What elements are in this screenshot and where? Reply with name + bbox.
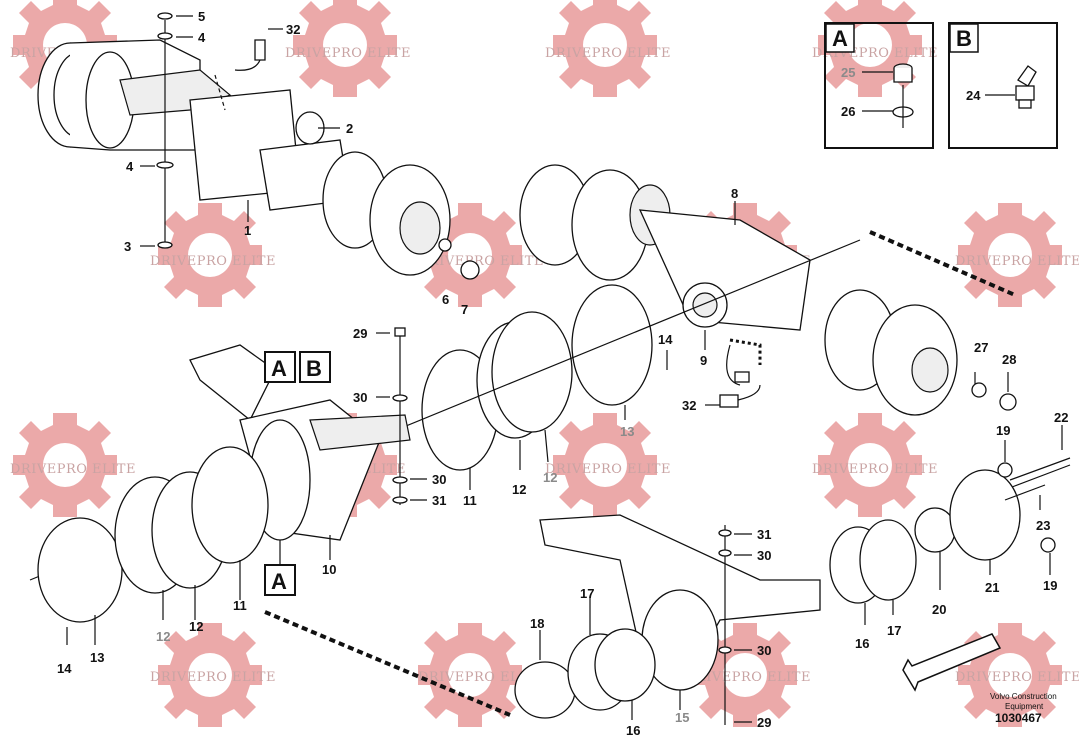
callout-30: 30 (353, 390, 367, 405)
callout-12: 12 (543, 470, 557, 485)
watermark-text: DRIVEPRO ELITE (418, 254, 544, 269)
callout-10: 10 (322, 562, 336, 577)
callout-25: 25 (841, 65, 855, 80)
callout-4: 4 (126, 159, 134, 174)
callout-7: 7 (461, 302, 468, 317)
watermark-text: DRIVEPRO ELITE (545, 462, 671, 477)
callout-28: 28 (1002, 352, 1016, 367)
marker-a: A (271, 569, 287, 594)
watermark-text: DRIVEPRO ELITE (545, 46, 671, 61)
callout-29: 29 (353, 326, 367, 341)
callout-13: 13 (620, 424, 634, 439)
document-number: 1030467 (995, 711, 1042, 725)
callout-30: 30 (432, 472, 446, 487)
callout-29: 29 (757, 715, 771, 730)
callout-1: 1 (244, 223, 251, 238)
lower-bracket-assembly (514, 514, 821, 725)
detail-box-b: B 24 (948, 22, 1058, 149)
callout-12: 12 (156, 629, 170, 644)
callout-2: 2 (346, 121, 353, 136)
callout-14: 14 (658, 332, 673, 347)
callout-15: 15 (675, 710, 689, 725)
callout-18: 18 (530, 616, 544, 631)
callout-32: 32 (286, 22, 300, 37)
watermark-text: DRIVEPRO ELITE (150, 670, 276, 685)
callout-12: 12 (512, 482, 526, 497)
watermark-text: DRIVEPRO ELITE (418, 670, 544, 685)
callout-16: 16 (855, 636, 869, 651)
callout-11: 11 (233, 598, 247, 613)
callout-31: 31 (432, 493, 446, 508)
callout-32: 32 (682, 398, 696, 413)
callout-5: 5 (198, 9, 205, 24)
watermark-text: DRIVEPRO ELITE (812, 462, 938, 477)
callout-20: 20 (932, 602, 946, 617)
callout-11: 11 (463, 493, 477, 508)
callout-3: 3 (124, 239, 131, 254)
callout-13: 13 (90, 650, 104, 665)
detail-box-a-letter: A (832, 26, 848, 51)
callout-23: 23 (1036, 518, 1050, 533)
watermark-text: DRIVEPRO ELITE (10, 462, 136, 477)
callout-30: 30 (757, 548, 771, 563)
callout-17: 17 (580, 586, 594, 601)
watermark-text: DRIVEPRO ELITE (285, 46, 411, 61)
detail-box-a: A 25 26 (824, 22, 934, 149)
watermark-text: DRIVEPRO ELITE (955, 670, 1079, 685)
callout-31: 31 (757, 527, 771, 542)
callout-17: 17 (887, 623, 901, 638)
callout-27: 27 (974, 340, 988, 355)
marker-a: A (271, 356, 287, 381)
direction-arrow-icon (902, 633, 1002, 692)
callout-19: 19 (996, 423, 1010, 438)
callout-30: 30 (757, 643, 771, 658)
seal-rings-centre (29, 239, 861, 581)
callout-12: 12 (189, 619, 203, 634)
callout-8: 8 (731, 186, 738, 201)
callout-22: 22 (1054, 410, 1068, 425)
detail-box-b-letter: B (956, 26, 972, 51)
publisher-line-2: Equipment (1005, 702, 1044, 711)
callout-4: 4 (198, 30, 206, 45)
callout-21: 21 (985, 580, 999, 595)
marker-b: B (306, 356, 322, 381)
callout-6: 6 (442, 292, 449, 307)
callout-9: 9 (700, 353, 707, 368)
watermark-text: DRIVEPRO ELITE (685, 670, 811, 685)
rear-axle-assembly (519, 164, 958, 416)
callout-24: 24 (966, 88, 981, 103)
callout-26: 26 (841, 104, 855, 119)
watermark-text: DRIVEPRO ELITE (150, 254, 276, 269)
right-hub-assembly (829, 457, 1071, 604)
seal-rings-left (37, 446, 269, 623)
watermark-text: DRIVEPRO ELITE (955, 254, 1079, 269)
front-axle-assembly (37, 12, 480, 280)
callout-16: 16 (626, 723, 640, 738)
callout-14: 14 (57, 661, 72, 676)
callout-19: 19 (1043, 578, 1057, 593)
publisher-line-1: Volvo Construction (990, 692, 1057, 701)
